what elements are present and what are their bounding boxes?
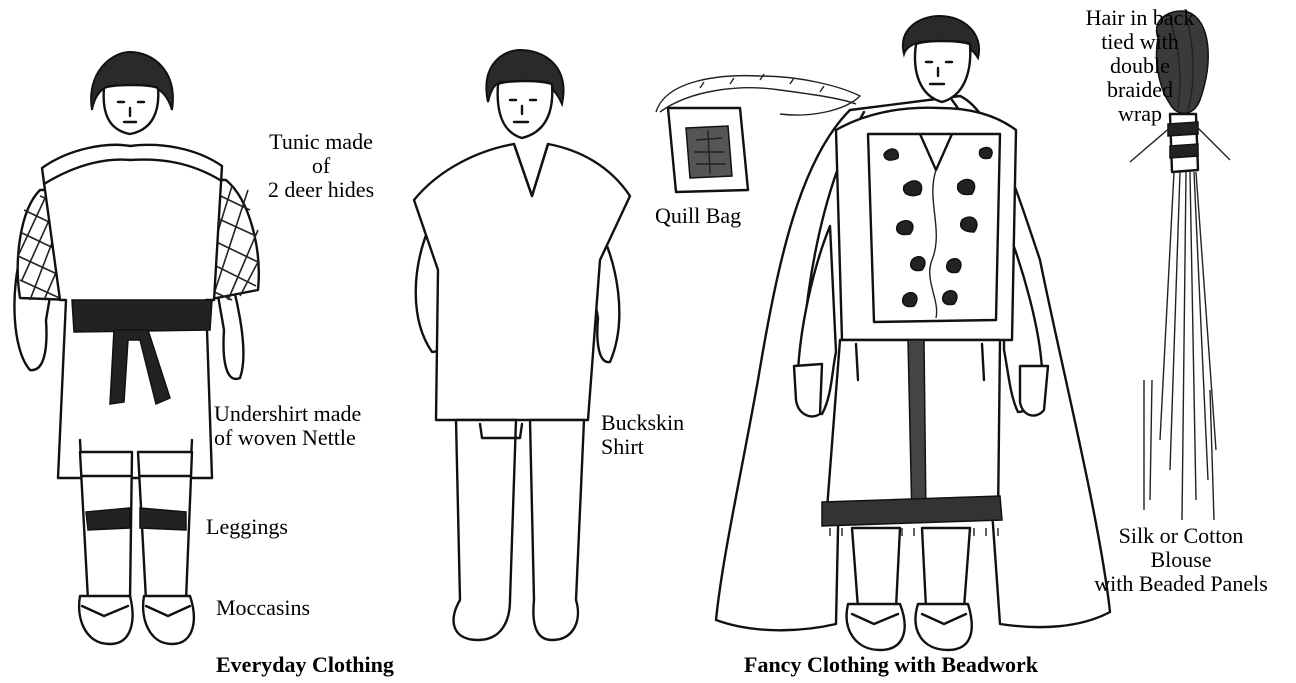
- figure-everyday-tunic: [14, 52, 258, 644]
- everyday-caption: Everyday Clothing: [216, 652, 394, 678]
- quill-bag-label: Quill Bag: [655, 204, 741, 228]
- buckskin-label: Buckskin Shirt: [601, 411, 684, 459]
- hair-label-line5: wrap: [1070, 102, 1210, 126]
- moccasins-label: Moccasins: [216, 596, 310, 620]
- blouse-label-line1: Silk or Cotton: [1074, 524, 1288, 548]
- hair-label: Hair in back tied with double braided wr…: [1070, 6, 1210, 126]
- blouse-label: Silk or Cotton Blouse with Beaded Panels: [1074, 524, 1288, 596]
- hair-label-line1: Hair in back: [1070, 6, 1210, 30]
- blouse-label-line2: Blouse: [1074, 548, 1288, 572]
- figure-fancy-clothing: [716, 16, 1110, 650]
- figure-buckskin-shirt: [414, 50, 630, 640]
- tunic-label-line3: 2 deer hides: [256, 178, 386, 202]
- hair-label-line3: double: [1070, 54, 1210, 78]
- tunic-label-line2: of: [256, 154, 386, 178]
- hair-label-line4: braided: [1070, 78, 1210, 102]
- undershirt-label-line1: Undershirt made: [214, 402, 361, 426]
- fancy-caption: Fancy Clothing with Beadwork: [744, 652, 1038, 678]
- buckskin-label-line1: Buckskin: [601, 411, 684, 435]
- tunic-label-line1: Tunic made: [256, 130, 386, 154]
- tunic-label: Tunic made of 2 deer hides: [256, 130, 386, 202]
- undershirt-label-line2: of woven Nettle: [214, 426, 361, 450]
- leggings-label: Leggings: [206, 515, 288, 539]
- undershirt-label: Undershirt made of woven Nettle: [214, 402, 361, 450]
- buckskin-label-line2: Shirt: [601, 435, 684, 459]
- blouse-label-line3: with Beaded Panels: [1074, 572, 1288, 596]
- hair-label-line2: tied with: [1070, 30, 1210, 54]
